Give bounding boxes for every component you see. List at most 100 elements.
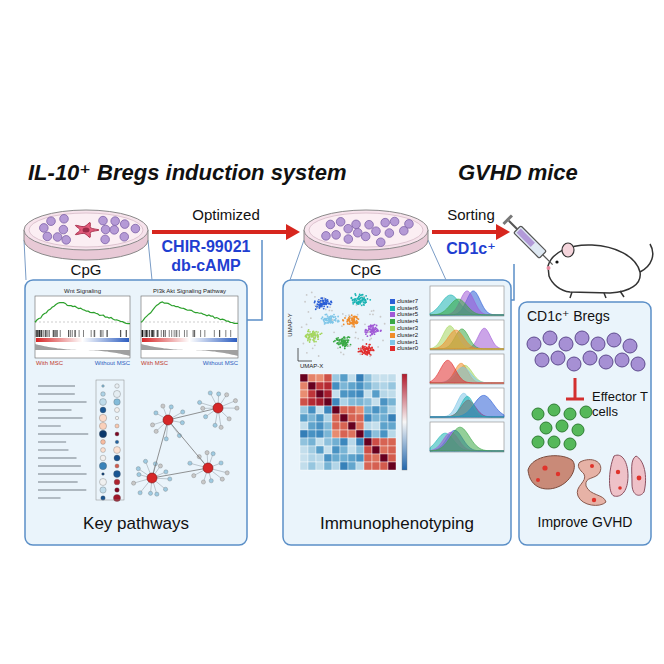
pathway-network [152, 420, 168, 478]
umap-scatter [318, 299, 320, 301]
umap-scatter [364, 329, 366, 331]
dot-plot [38, 433, 88, 434]
correlation-heatmap [340, 446, 348, 454]
umap-scatter [340, 343, 342, 345]
culture-dish [24, 210, 148, 260]
correlation-heatmap [332, 398, 340, 406]
gsea-plot [53, 330, 54, 337]
umap-scatter [325, 298, 327, 300]
gsea-plot [146, 330, 147, 337]
gsea-plot [106, 330, 107, 337]
correlation-heatmap [364, 446, 372, 454]
umap-scatter [314, 334, 316, 336]
correlation-heatmap [402, 374, 407, 470]
umap-scatter [361, 353, 363, 355]
correlation-heatmap [348, 414, 356, 422]
umap-scatter [351, 314, 353, 316]
pathway-network [169, 405, 173, 409]
gsea-plot [54, 330, 55, 337]
gsea-plot [37, 330, 38, 337]
correlation-heatmap [308, 462, 316, 470]
umap-scatter [314, 336, 316, 338]
correlation-heatmap [372, 374, 380, 382]
umap-scatter [316, 303, 318, 305]
umap-scatter [368, 344, 370, 346]
mouse-figure [570, 291, 624, 298]
culture-dish [101, 235, 110, 244]
node-text: Immunophenotyping [283, 514, 511, 536]
umap-scatter [351, 322, 353, 324]
gsea-plot [126, 330, 127, 337]
pathway-network [217, 392, 221, 396]
umap-scatter [342, 319, 344, 321]
umap-scatter [318, 301, 320, 303]
correlation-heatmap [300, 438, 308, 446]
umap-scatter [362, 349, 364, 351]
legend-entry: cluster5 [390, 312, 418, 319]
umap-scatter [346, 337, 348, 339]
umap-scatter [348, 314, 350, 316]
correlation-heatmap [340, 398, 348, 406]
culture-dish [99, 216, 108, 225]
dot-plot [114, 471, 121, 478]
umap-scatter [333, 316, 335, 318]
culture-dish [110, 226, 119, 235]
umap-scatter [348, 323, 350, 325]
gsea-plot [36, 338, 129, 342]
histogram-stack [430, 326, 504, 349]
umap-scatter [323, 301, 325, 303]
umap-scatter [371, 347, 373, 349]
pathway-network [180, 421, 184, 425]
correlation-heatmap [300, 454, 308, 462]
correlation-heatmap [308, 422, 316, 430]
correlation-heatmap [388, 414, 396, 422]
pathway-network [150, 423, 154, 427]
pathway-network [208, 391, 212, 395]
correlation-heatmap [340, 382, 348, 390]
gsea-plot [145, 330, 146, 337]
culture-dish [75, 223, 99, 238]
correlation-heatmap [340, 414, 348, 422]
legend-text: cluster0 [397, 345, 418, 352]
umap-scatter [351, 297, 353, 299]
umap-scatter [370, 348, 372, 350]
umap-scatter [305, 335, 307, 337]
correlation-heatmap [348, 446, 356, 454]
organ-figure [528, 455, 646, 505]
umap-scatter [306, 294, 308, 296]
correlation-heatmap [348, 382, 356, 390]
plot-label: UMAP-X [300, 363, 340, 371]
umap-scatter [309, 339, 311, 341]
umap-scatter [369, 299, 371, 301]
umap-scatter [347, 319, 349, 321]
gsea-plot [79, 330, 80, 337]
effector-t-cells [540, 422, 552, 434]
dot-plot [114, 479, 120, 485]
correlation-heatmap [332, 374, 340, 382]
mouse-figure [555, 260, 558, 263]
umap-scatter [314, 296, 316, 298]
legend-text: cluster2 [397, 332, 418, 339]
zoom-line [24, 240, 26, 280]
zoom-line [290, 240, 304, 280]
umap-scatter [325, 322, 327, 324]
histogram-stack [430, 360, 504, 383]
umap-scatter [342, 320, 344, 322]
umap-scatter [347, 320, 349, 322]
umap-scatter [366, 343, 368, 345]
umap-scatter [308, 335, 310, 337]
correlation-heatmap [300, 462, 308, 470]
gsea-plot [193, 330, 194, 337]
pathway-network [168, 420, 208, 468]
effector-t-cells [532, 436, 544, 448]
pathway-network [219, 461, 223, 465]
correlation-heatmap [364, 430, 372, 438]
dot-plot [38, 457, 77, 458]
node-text: CpG [300, 261, 432, 281]
correlation-heatmap [380, 430, 388, 438]
reagent-label: db-cAMP [155, 257, 257, 277]
correlation-heatmap [300, 398, 308, 406]
pathway-network [164, 470, 168, 474]
pathway-network [203, 463, 213, 473]
